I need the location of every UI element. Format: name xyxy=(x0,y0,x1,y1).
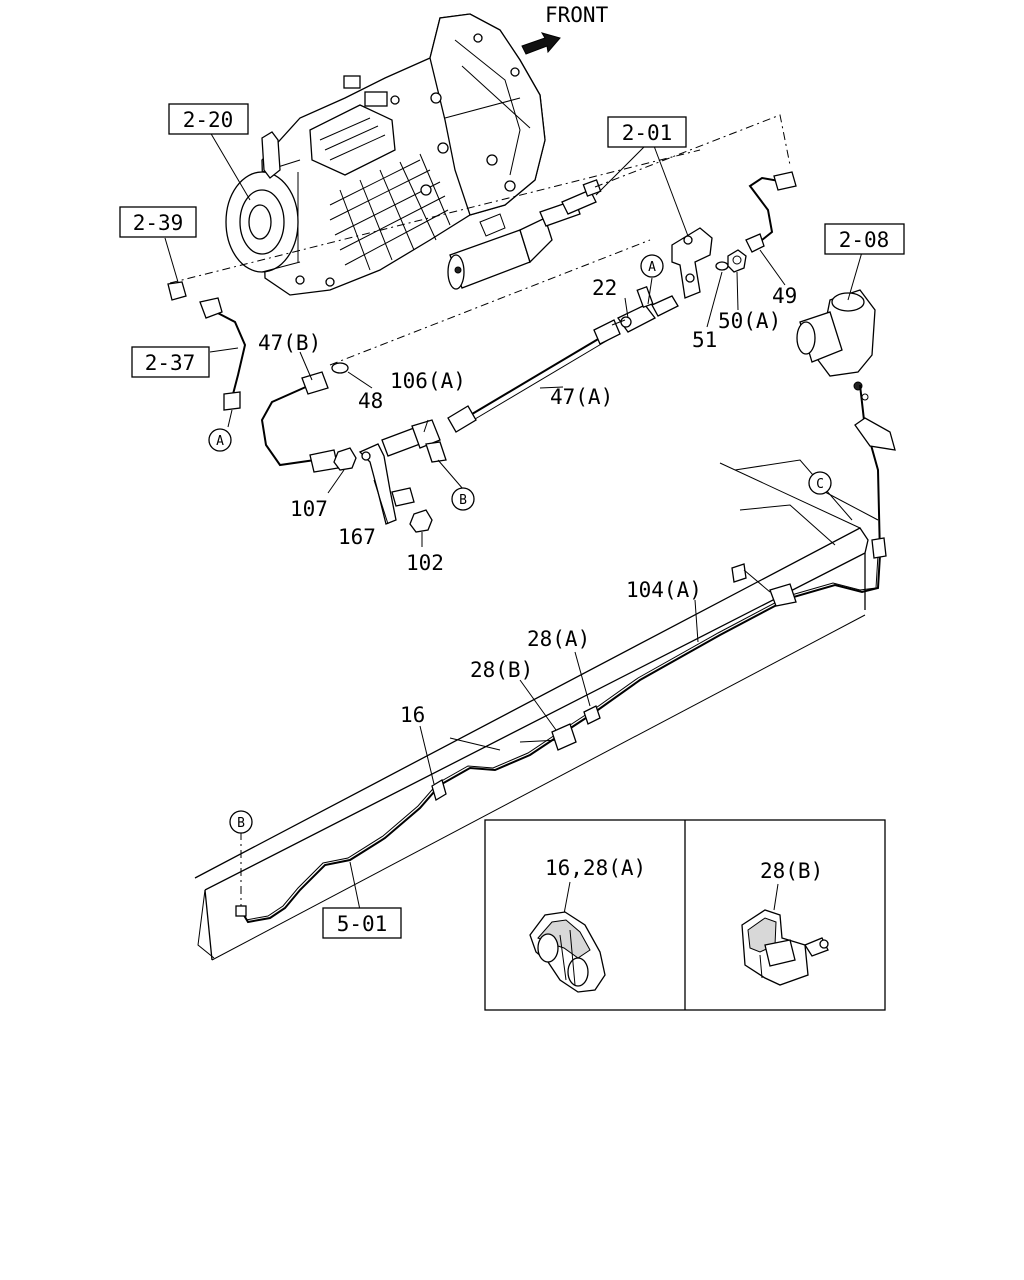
ref-5-01-text: 5-01 xyxy=(337,912,388,936)
tee-106a xyxy=(381,419,447,463)
label-16: 16 xyxy=(400,703,425,727)
clip-detail-inset: 16,28(A) 28(B) xyxy=(484,819,886,1011)
svg-text:A: A xyxy=(648,260,656,275)
svg-text:B: B xyxy=(459,493,467,508)
svg-text:A: A xyxy=(216,434,224,449)
inset-left-caption: 16,28(A) xyxy=(545,856,646,880)
label-106a: 106(A) xyxy=(390,369,466,393)
label-47b: 47(B) xyxy=(258,331,321,355)
clip-16-28a-illustration xyxy=(529,911,606,993)
transmission-assembly xyxy=(225,13,602,296)
housing-bolts xyxy=(295,33,520,287)
ref-2-08-text: 2-08 xyxy=(839,228,890,252)
ref-2-39-text: 2-39 xyxy=(133,211,184,235)
label-28a: 28(A) xyxy=(527,627,590,651)
ref-box-5-01[interactable]: 5-01 xyxy=(322,907,402,939)
pipe-104a xyxy=(241,554,881,924)
front-arrow-icon xyxy=(521,32,561,55)
label-48: 48 xyxy=(358,389,383,413)
inset-right-caption: 28(B) xyxy=(760,859,823,883)
ref-box-2-20[interactable]: 2-20 xyxy=(168,103,249,135)
svg-text:C: C xyxy=(816,477,824,492)
label-51: 51 xyxy=(692,328,717,352)
label-22: 22 xyxy=(592,276,617,300)
clutch-release-cylinder xyxy=(447,179,602,290)
boxed-references: 2-20 2-39 2-37 2-01 2-08 5-01 xyxy=(119,103,905,939)
clutch-master-cylinder xyxy=(796,289,896,556)
clip-28b-illustration xyxy=(741,909,829,986)
upper-hydraulic-cluster xyxy=(169,114,797,433)
washer-48 xyxy=(331,362,349,374)
ref-box-2-39[interactable]: 2-39 xyxy=(119,206,197,238)
marker-a-left: A xyxy=(208,428,232,452)
label-28b: 28(B) xyxy=(470,658,533,682)
left-side-piping xyxy=(167,281,447,533)
label-107: 107 xyxy=(290,497,328,521)
marker-a-right: A xyxy=(640,254,664,278)
leader-lines xyxy=(164,131,879,911)
ref-box-2-08[interactable]: 2-08 xyxy=(824,223,905,255)
hose-2-37 xyxy=(211,309,247,399)
label-104a: 104(A) xyxy=(626,578,702,602)
washer-51 xyxy=(715,261,729,271)
connection-markers: A A B B C xyxy=(208,254,832,834)
label-49: 49 xyxy=(772,284,797,308)
label-167: 167 xyxy=(338,525,376,549)
fitting-2-39 xyxy=(167,281,187,301)
label-50a: 50(A) xyxy=(718,309,781,333)
svg-text:B: B xyxy=(237,816,245,831)
part-labels: 22 47(B) 48 106(A) 47(A) 51 50(A) 49 107… xyxy=(258,276,797,727)
bracket-167 xyxy=(358,443,397,525)
ref-2-01-text: 2-01 xyxy=(622,121,673,145)
fitting-22 xyxy=(617,285,679,333)
frame-rail xyxy=(194,459,887,961)
label-47a: 47(A) xyxy=(550,385,613,409)
pipe-47b xyxy=(260,385,316,467)
ref-box-2-01[interactable]: 2-01 xyxy=(607,116,687,148)
front-indicator: FRONT xyxy=(521,3,609,55)
pipe-47a xyxy=(461,334,606,421)
marker-b-center: B xyxy=(451,487,475,511)
marker-b-rail: B xyxy=(229,810,253,834)
label-102: 102 xyxy=(406,551,444,575)
clip-16 xyxy=(431,779,447,801)
nut-102 xyxy=(409,509,433,533)
ref-2-20-text: 2-20 xyxy=(183,108,234,132)
marker-c-rail: C xyxy=(808,471,832,495)
clip-28b xyxy=(551,723,577,751)
ref-box-2-37[interactable]: 2-37 xyxy=(131,346,210,378)
clip-28a xyxy=(583,705,601,725)
front-label: FRONT xyxy=(545,3,609,27)
nut-107 xyxy=(333,447,357,471)
nut-50a xyxy=(727,249,747,273)
hose-49 xyxy=(748,176,786,249)
ref-2-37-text: 2-37 xyxy=(145,351,196,375)
